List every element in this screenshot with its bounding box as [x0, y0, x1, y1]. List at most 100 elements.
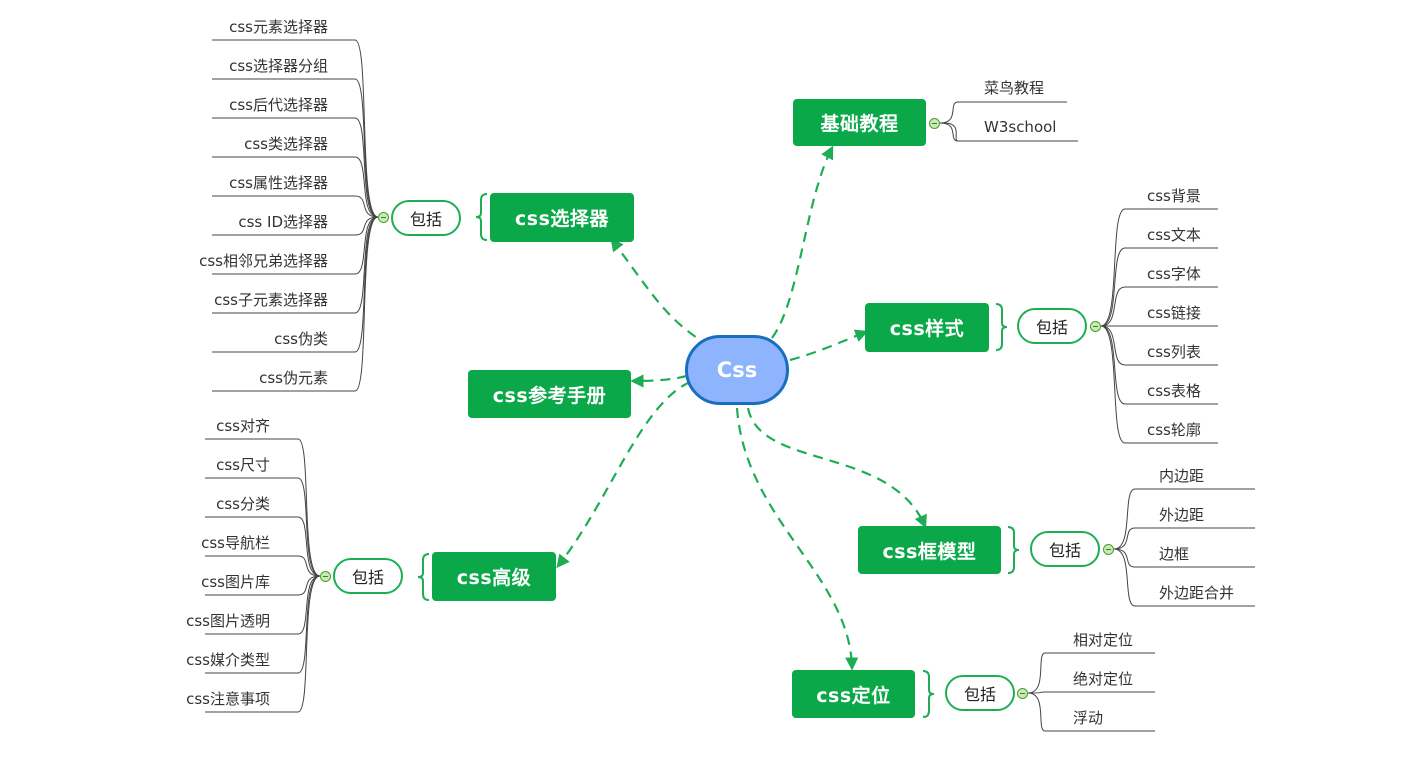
topic-label: css高级 — [456, 567, 532, 589]
bracket-styles — [995, 303, 1008, 351]
leaf-item[interactable]: css后代选择器 — [229, 96, 328, 114]
leaf-item[interactable]: 边框 — [1159, 545, 1190, 563]
topic-css-advanced[interactable]: css高级 — [432, 552, 556, 601]
collapse-toggle-basic[interactable] — [929, 118, 940, 129]
connector-to-selectors — [610, 237, 711, 347]
connector-to-positioning — [735, 407, 859, 671]
topic-css-styles[interactable]: css样式 — [865, 303, 989, 352]
styles-leaf-line — [1100, 325, 1218, 366]
leaf-item[interactable]: 相对定位 — [1073, 631, 1134, 649]
positioning-leaf-line — [1027, 652, 1155, 694]
topic-label: css框模型 — [882, 540, 977, 563]
leaf-item[interactable]: css类选择器 — [244, 135, 328, 153]
group-pill-box-model[interactable]: 包括 — [1030, 531, 1100, 567]
collapse-toggle-positioning[interactable] — [1017, 688, 1028, 699]
bracket-advanced — [417, 553, 430, 601]
selectors-leaf-line — [212, 117, 379, 218]
topic-label: css样式 — [889, 318, 965, 340]
topic-label: css参考手册 — [492, 384, 607, 407]
leaf-item[interactable]: css背景 — [1147, 187, 1201, 205]
leaf-item[interactable]: css图片库 — [201, 573, 270, 591]
styles-leaf-line — [1100, 325, 1218, 444]
selectors-leaf-line — [212, 216, 379, 314]
leaf-item[interactable]: css链接 — [1147, 304, 1201, 322]
advanced-leaf-line — [205, 555, 321, 577]
topic-css-box-model[interactable]: css框模型 — [858, 526, 1001, 574]
styles-leaf-line — [1100, 286, 1218, 327]
leaf-item[interactable]: css属性选择器 — [229, 174, 328, 192]
connector-to-advanced — [556, 381, 691, 569]
collapse-toggle-selectors[interactable] — [378, 212, 389, 223]
group-pill-selectors[interactable]: 包括 — [391, 200, 461, 236]
boxmodel-leaf-line — [1113, 488, 1255, 550]
group-label: 包括 — [1035, 318, 1068, 337]
topic-basic-tutorial[interactable]: 基础教程 — [793, 99, 926, 146]
topic-label: css选择器 — [515, 208, 609, 230]
basic-w3-leaf-line — [943, 122, 1078, 142]
leaf-item[interactable]: css ID选择器 — [238, 213, 328, 231]
selectors-leaf-line — [212, 216, 379, 392]
leaf-item[interactable]: 外边距 — [1159, 506, 1205, 524]
leaf-item[interactable]: css列表 — [1147, 343, 1201, 361]
advanced-leaf-line — [205, 516, 321, 577]
leaf-item[interactable]: css伪类 — [274, 330, 328, 348]
topic-css-selectors[interactable]: css选择器 — [490, 193, 634, 242]
selectors-leaf-line — [212, 216, 379, 236]
topic-label: 基础教程 — [820, 113, 899, 135]
advanced-leaf-line — [205, 575, 321, 635]
basic-leaf-line — [939, 101, 1067, 124]
central-topic-css[interactable]: Css — [685, 335, 789, 405]
leaf-item[interactable]: css媒介类型 — [186, 651, 270, 669]
central-topic-label: Css — [716, 358, 758, 382]
leaf-item[interactable]: css文本 — [1147, 226, 1201, 244]
topic-css-reference-manual[interactable]: css参考手册 — [468, 370, 631, 418]
styles-leaf-line — [1100, 208, 1218, 327]
boxmodel-leaf-line — [1113, 548, 1255, 607]
selectors-leaf-line — [212, 195, 379, 218]
advanced-leaf-line — [205, 438, 321, 577]
leaf-item[interactable]: W3school — [984, 118, 1057, 136]
collapse-toggle-advanced[interactable] — [320, 571, 331, 582]
group-label: 包括 — [1048, 541, 1081, 560]
advanced-leaf-line — [205, 575, 321, 596]
styles-leaf-line — [1100, 247, 1218, 327]
leaf-item[interactable]: css图片透明 — [186, 612, 270, 630]
leaf-item[interactable]: 菜鸟教程 — [984, 79, 1045, 97]
boxmodel-leaf-line — [1113, 527, 1255, 550]
group-pill-styles[interactable]: 包括 — [1017, 308, 1087, 344]
advanced-leaf-line — [205, 477, 321, 577]
leaf-item[interactable]: css对齐 — [216, 417, 270, 435]
leaf-item[interactable]: 绝对定位 — [1073, 670, 1134, 688]
leaf-item[interactable]: css相邻兄弟选择器 — [199, 252, 328, 270]
leaf-item[interactable]: css伪元素 — [259, 369, 328, 387]
leaf-item[interactable]: css导航栏 — [201, 534, 270, 552]
group-label: 包括 — [351, 568, 384, 587]
leaf-item[interactable]: css选择器分组 — [229, 57, 328, 75]
leaf-item[interactable]: css分类 — [216, 495, 270, 513]
collapse-toggle-box-model[interactable] — [1103, 544, 1114, 555]
styles-leaf-line — [1100, 325, 1218, 405]
group-pill-positioning[interactable]: 包括 — [945, 675, 1015, 711]
topic-css-positioning[interactable]: css定位 — [792, 670, 915, 718]
advanced-leaf-line — [205, 575, 321, 674]
leaf-item[interactable]: css轮廓 — [1147, 421, 1201, 439]
positioning-leaf-line — [1027, 692, 1155, 732]
topic-label: css定位 — [816, 684, 891, 707]
leaf-item[interactable]: 浮动 — [1073, 709, 1104, 727]
leaf-item[interactable]: css元素选择器 — [229, 18, 328, 36]
leaf-item[interactable]: css注意事项 — [186, 690, 270, 708]
bracket-positioning — [922, 670, 935, 718]
group-pill-advanced[interactable]: 包括 — [333, 558, 403, 594]
leaf-item[interactable]: 外边距合并 — [1159, 584, 1235, 602]
leaf-item[interactable]: 内边距 — [1159, 467, 1205, 485]
leaf-item[interactable]: css字体 — [1147, 265, 1201, 283]
boxmodel-leaf-line — [1113, 548, 1255, 568]
bracket-selectors — [475, 193, 488, 241]
connector-to-styles — [789, 329, 869, 362]
leaf-item[interactable]: css子元素选择器 — [214, 291, 328, 309]
group-label: 包括 — [409, 210, 442, 229]
group-label: 包括 — [963, 685, 996, 704]
leaf-item[interactable]: css表格 — [1147, 382, 1201, 400]
collapse-toggle-styles[interactable] — [1090, 321, 1101, 332]
leaf-item[interactable]: css尺寸 — [216, 456, 270, 474]
